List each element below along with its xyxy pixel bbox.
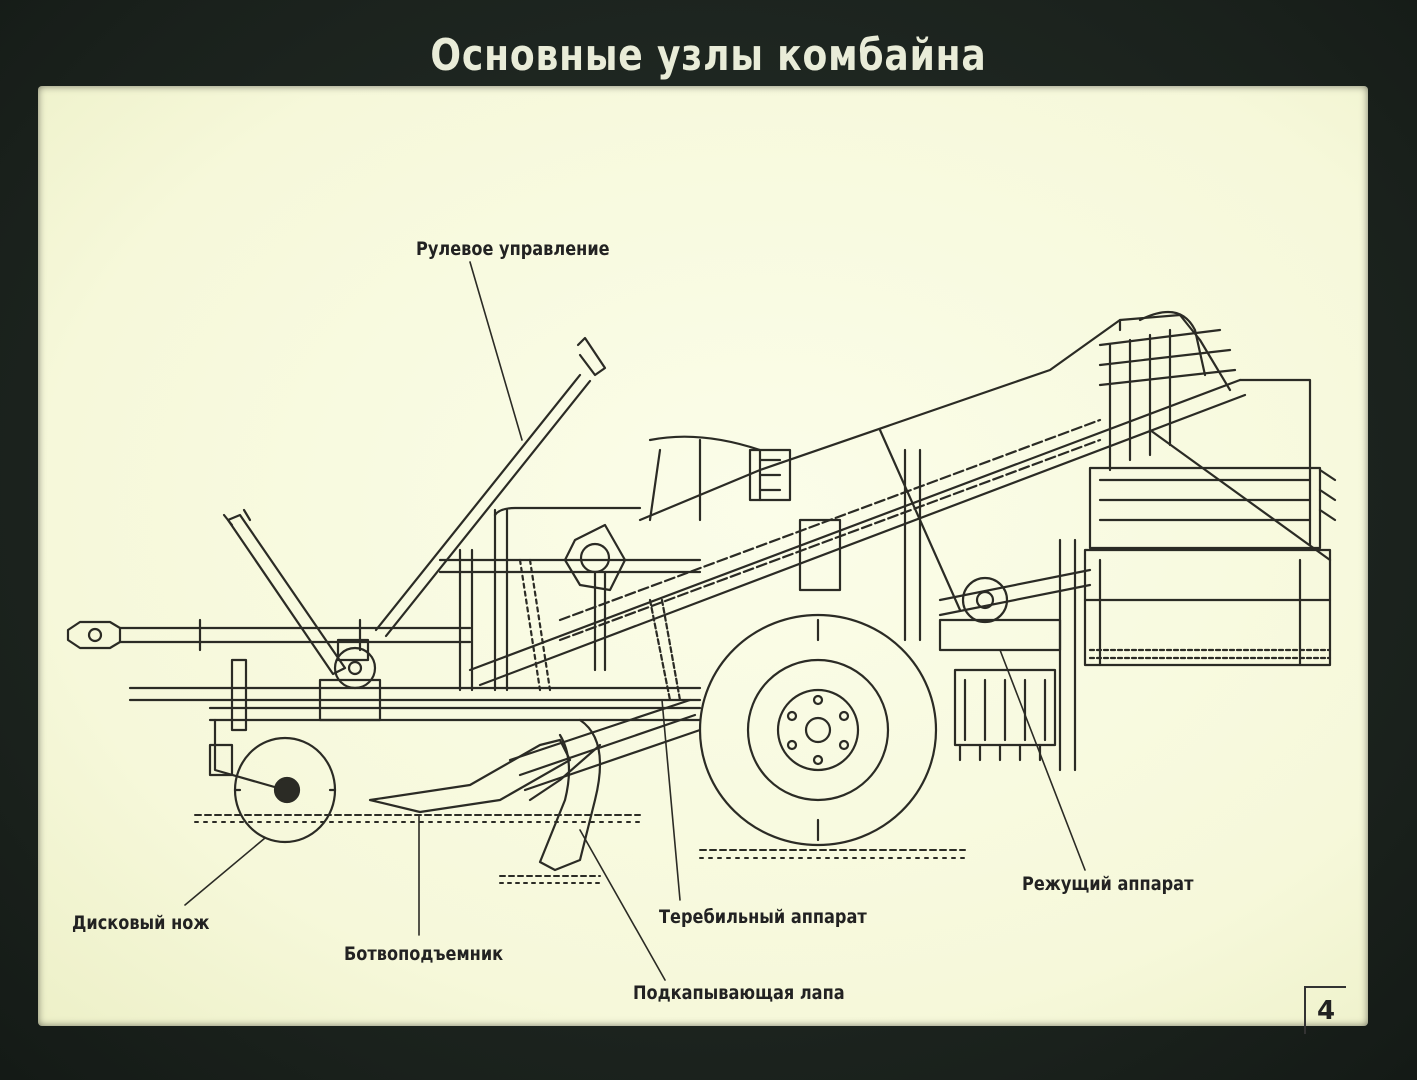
label-digging-paw: Подкапывающая лапа [633, 982, 845, 1004]
label-steering: Рулевое управление [416, 238, 610, 260]
disc-knife [208, 718, 337, 844]
label-top-lifter: Ботвоподъемник [344, 943, 504, 965]
steering-column [222, 336, 607, 690]
cutting-mechanism [878, 428, 1092, 772]
page-number: 4 [1304, 986, 1346, 1034]
rear-bunker [1083, 378, 1337, 667]
diagram-panel [38, 86, 1368, 1026]
pulling-mechanism [518, 448, 842, 702]
label-pulling-device: Теребильный аппарат [659, 906, 867, 928]
main-frame [128, 506, 702, 732]
lifter-and-paw [368, 698, 702, 872]
label-disc-knife: Дисковый нож [72, 912, 210, 934]
main-wheel [698, 613, 938, 847]
ground [194, 814, 966, 884]
conveyor [468, 310, 1247, 687]
leader-lines [184, 261, 1086, 981]
label-cutting-device: Режущий аппарат [1022, 873, 1194, 895]
slide-title: Основные узлы комбайна [430, 30, 987, 81]
tow-bar [66, 618, 472, 652]
